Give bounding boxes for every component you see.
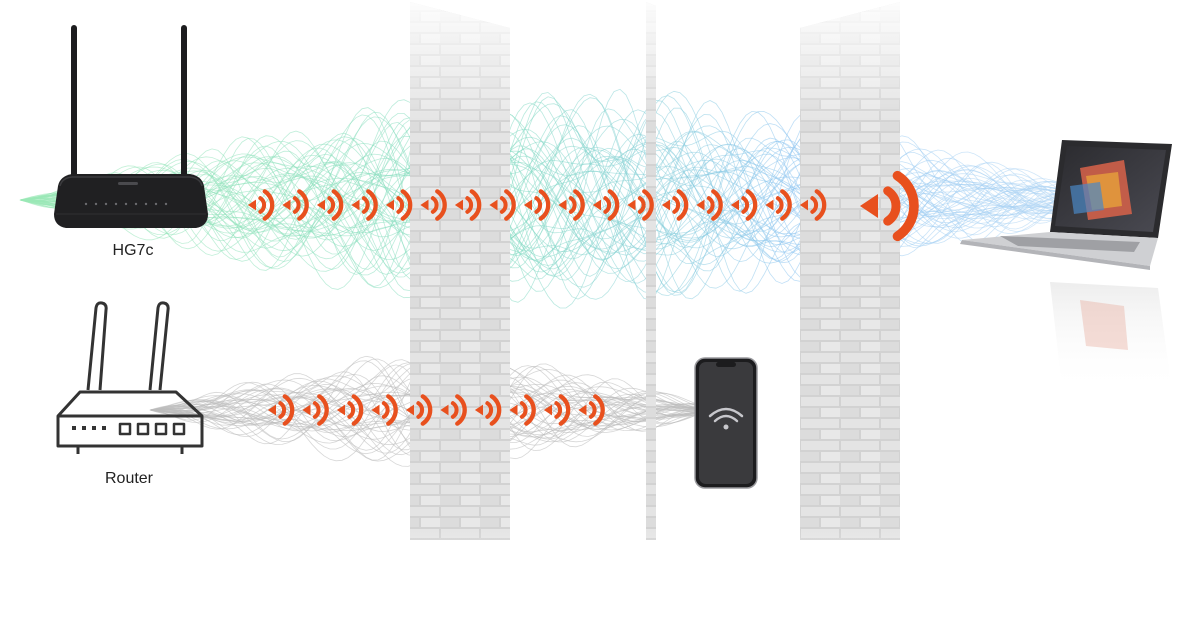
wave-line [19, 123, 1119, 276]
brick-wall-2 [646, 2, 656, 620]
wave-line [19, 93, 1119, 296]
router-outline-icon [56, 301, 204, 454]
brick-wall-1 [410, 2, 510, 620]
wave-line [19, 97, 1119, 293]
hg7c-label: HG7c [112, 242, 154, 259]
laptop-icon [960, 140, 1172, 392]
router-label: Router [104, 470, 154, 487]
router-black-icon [54, 25, 208, 228]
wave-line [19, 137, 1119, 278]
brick-wall-3 [800, 2, 900, 620]
wave-line [19, 135, 1119, 263]
smartphone-wifi-icon [694, 357, 758, 489]
wave-line [19, 119, 1119, 258]
